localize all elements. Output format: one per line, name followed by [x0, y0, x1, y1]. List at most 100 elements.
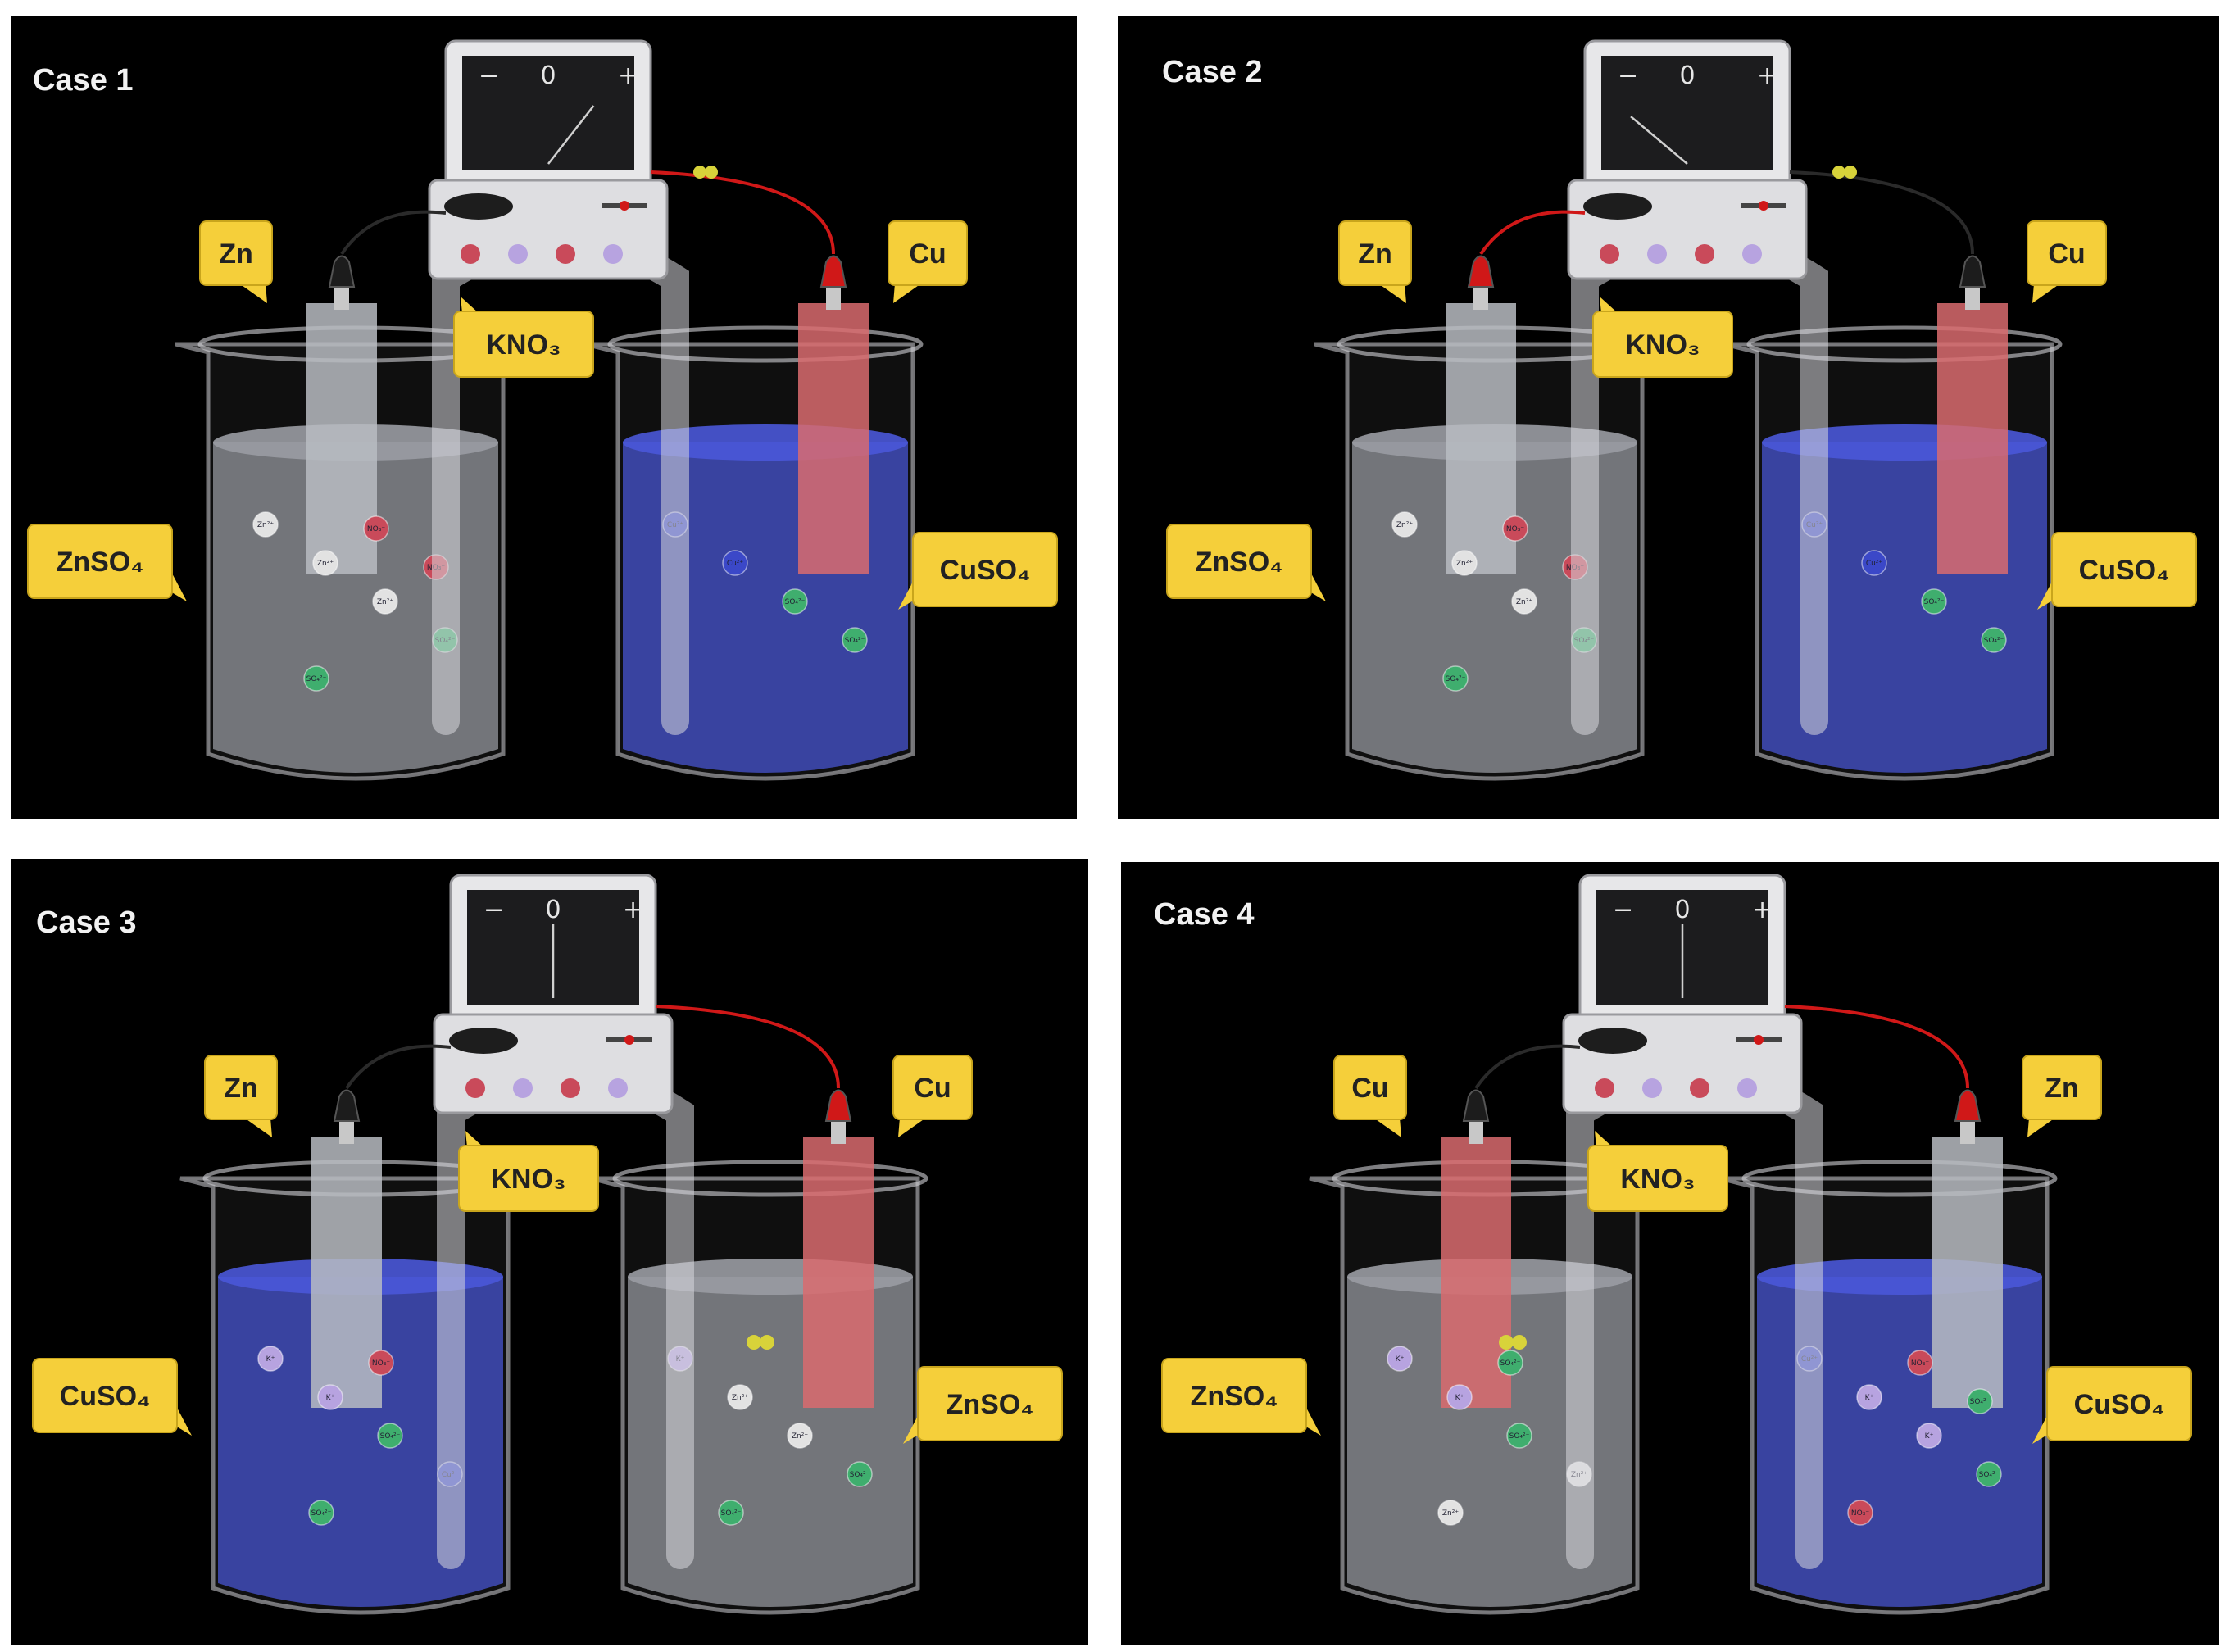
callout-label: ZnSO₄ [57, 547, 144, 578]
alligator-clip [1462, 1089, 1490, 1122]
meter-slider-knob [620, 201, 629, 211]
electron [1844, 166, 1857, 179]
ion-sphere [1451, 550, 1478, 576]
meter-ion [1600, 244, 1619, 264]
callout-box [1592, 311, 1733, 378]
callout-tail [170, 570, 187, 601]
meter-zero: 0 [1679, 61, 1695, 90]
case-1-scene: Case 1 Zn²⁺Zn²⁺Zn²⁺SO₄²⁻SO₄²⁻NO₃⁻NO₃⁻Cu²… [27, 39, 1058, 781]
ion: K⁺ [1916, 1423, 1942, 1449]
callout-label: CuSO₄ [60, 1381, 151, 1412]
callout-tail [1310, 570, 1326, 601]
ion: Zn²⁺ [252, 511, 279, 538]
callout-tail [239, 284, 267, 303]
case-3-panel: Case 3 K⁺K⁺SO₄²⁻Cu²⁺SO₄²⁻NO₃⁻K⁺Zn²⁺Zn²⁺S… [11, 859, 1088, 1645]
electrode-strip [1937, 303, 2008, 574]
right-wire [1789, 170, 1974, 255]
ion: SO₄²⁻ [303, 665, 329, 692]
ion-sphere [377, 1423, 403, 1449]
meter-plus: + [1752, 896, 1773, 924]
ion: Zn²⁺ [372, 588, 398, 615]
right-wire [650, 170, 835, 255]
ion-sphere [1442, 665, 1469, 692]
meter-plus: + [1757, 61, 1777, 90]
meter-minus: − [479, 61, 499, 90]
ion-label: Zn²⁺ [1396, 521, 1413, 529]
callout-label: CuSO₄ [940, 555, 1031, 586]
ion-sphere [727, 1384, 753, 1410]
callout-tail [2027, 1118, 2055, 1137]
alligator-clip [1954, 1089, 1982, 1122]
meter-plus: + [623, 896, 643, 924]
ion-label: Cu²⁺ [1866, 560, 1883, 568]
callout-label: ZnSO₄ [947, 1389, 1034, 1420]
ion-label: SO₄²⁻ [1509, 1432, 1530, 1441]
ion-label: SO₄²⁻ [306, 675, 327, 683]
meter-slider-knob [1754, 1035, 1764, 1045]
right-wire [655, 1005, 840, 1089]
meter-ion [1595, 1078, 1614, 1098]
ion-sphere [722, 550, 748, 576]
ion-sphere [363, 515, 389, 542]
meter-zero: 0 [545, 896, 561, 924]
right-electrode-callout: Cu [2027, 220, 2107, 303]
ion: Zn²⁺ [1511, 588, 1537, 615]
beaker-rim [1741, 1160, 2058, 1197]
callout-label: Cu [2048, 238, 2085, 270]
ion-sphere [842, 627, 868, 653]
ion: SO₄²⁻ [1506, 1423, 1532, 1449]
left-electrode-callout: Zn [199, 220, 273, 303]
callout-box [917, 1366, 1063, 1441]
case-2-scene: Case 2 Zn²⁺Zn²⁺Zn²⁺SO₄²⁻SO₄²⁻NO₃⁻NO₃⁻Cu²… [1162, 39, 2197, 781]
ion-sphere [1446, 1384, 1473, 1410]
callout-box [458, 1145, 599, 1212]
salt-bridge-callout: KNO₃ [453, 297, 594, 378]
electron [760, 1335, 774, 1350]
ion-label: K⁺ [266, 1355, 275, 1364]
callout-box [2051, 532, 2197, 607]
callout-label: KNO₃ [486, 329, 561, 361]
ion: K⁺ [257, 1346, 284, 1372]
meter-ion [556, 244, 575, 264]
electrode-strip [798, 303, 869, 574]
meter-knob [1578, 1028, 1647, 1054]
beaker-rim [612, 1160, 928, 1197]
meter-ion [1737, 1078, 1757, 1098]
ion-label: NO₃⁻ [1911, 1359, 1929, 1368]
meter-ion [1690, 1078, 1709, 1098]
callout-label: KNO₃ [1620, 1164, 1695, 1195]
ion-sphere [1502, 515, 1528, 542]
electron [1512, 1335, 1527, 1350]
ion-label: Zn²⁺ [257, 521, 274, 529]
meter-zero: 0 [540, 61, 556, 90]
meter-ion [513, 1078, 533, 1098]
ion: Zn²⁺ [1437, 1500, 1464, 1526]
ion: NO₃⁻ [368, 1350, 394, 1376]
callout-box [1338, 220, 1412, 286]
ion-label: SO₄²⁻ [845, 637, 865, 645]
callout-tail [1373, 1118, 1401, 1137]
right-beaker: K⁺Zn²⁺Zn²⁺SO₄²⁻SO₄²⁻ [589, 1089, 928, 1615]
ion-label: Zn²⁺ [377, 598, 393, 606]
electrode-tab [339, 1121, 354, 1144]
ion-sphere [1437, 1500, 1464, 1526]
callout-label: CuSO₄ [2079, 555, 2170, 586]
ion-sphere [847, 1461, 873, 1487]
callout-box [32, 1358, 178, 1433]
callout-tail [2032, 1413, 2049, 1444]
meter-slider-knob [1759, 201, 1768, 211]
alligator-clip [328, 255, 356, 288]
ion-sphere [1506, 1423, 1532, 1449]
case-4-scene: Case 4 K⁺K⁺SO₄²⁻Zn²⁺Zn²⁺SO₄²⁻Cu²⁺K⁺K⁺SO₄… [1154, 874, 2192, 1615]
callout-box [1587, 1145, 1728, 1212]
ion-sphere [312, 550, 338, 576]
callout-tail [898, 1118, 926, 1137]
ion-label: NO₃⁻ [367, 525, 385, 533]
ion-label: K⁺ [1455, 1394, 1464, 1402]
ion: SO₄²⁻ [1442, 665, 1469, 692]
right-beaker: Cu²⁺Cu²⁺SO₄²⁻SO₄²⁻ [1723, 255, 2063, 781]
salt-bridge-callout: KNO₃ [1587, 1131, 1728, 1212]
meter-minus: − [1613, 896, 1633, 924]
beaker-rim [1746, 325, 2063, 363]
callout-box [453, 311, 594, 378]
